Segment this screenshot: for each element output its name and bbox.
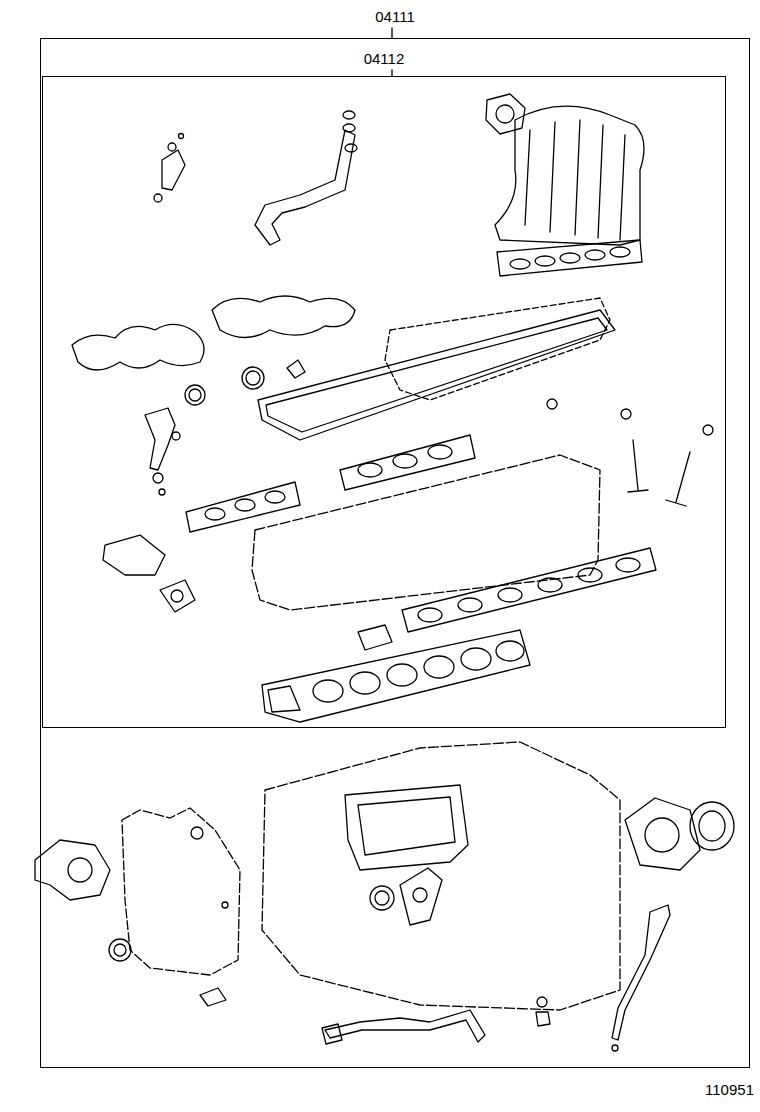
part-number: 04112 <box>43 50 725 68</box>
illustration-number: 110951 <box>705 1081 754 1099</box>
kit-boundary-box: 04112 <box>42 76 726 728</box>
part-number: 04111 <box>41 8 749 26</box>
kit-boundary-box: 0411104112 <box>40 38 750 1068</box>
